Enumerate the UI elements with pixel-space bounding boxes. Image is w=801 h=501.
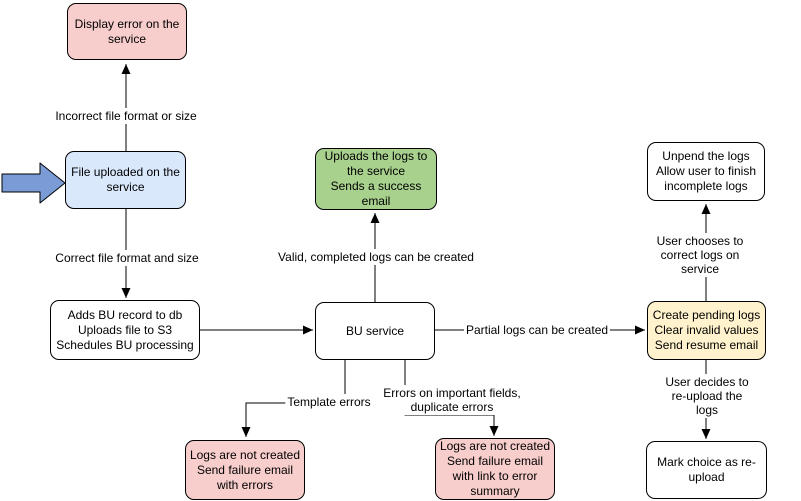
edge-label-valid-logs: Valid, completed logs can be created [276, 249, 476, 265]
node-bu-service-label: BU service [345, 323, 404, 338]
node-mark-choice-reupload: Mark choice as re- upload [646, 441, 767, 499]
edge-label-correct-file: Correct file format and size [53, 250, 201, 266]
node-file-uploaded: File uploaded on the service [65, 151, 186, 209]
node-logs-not-created-summary: Logs are not created Send failure email … [435, 438, 555, 500]
node-create-pending-logs-label: Create pending logs Clear invalid values… [652, 308, 761, 352]
node-mark-choice-label: Mark choice as re- upload [657, 455, 756, 484]
edge-label-user-corrects: User chooses to correct logs on service [649, 233, 751, 277]
node-unpend-logs-label: Unpend the logs Allow user to finish inc… [655, 149, 757, 193]
edge-label-important-field-errors: Errors on important fields, duplicate er… [381, 385, 523, 415]
node-display-error: Display error on the service [67, 3, 187, 60]
node-file-uploaded-label: File uploaded on the service [71, 165, 180, 194]
node-uploads-logs-label: Uploads the logs to the service Sends a … [324, 149, 428, 208]
node-bu-service: BU service [315, 302, 435, 360]
node-logs-not-created-summary-label: Logs are not created Send failure email … [439, 439, 551, 498]
edge-label-template-errors: Template errors [285, 394, 373, 410]
node-create-pending-logs: Create pending logs Clear invalid values… [647, 301, 766, 360]
node-adds-bu-record: Adds BU record to db Uploads file to S3 … [50, 300, 200, 360]
node-display-error-label: Display error on the service [74, 16, 180, 46]
node-unpend-logs: Unpend the logs Allow user to finish inc… [647, 142, 765, 201]
edge-label-partial-logs: Partial logs can be created [463, 322, 611, 338]
edge-label-incorrect-file: Incorrect file format or size [53, 108, 199, 124]
entry-arrow-icon [1, 162, 66, 204]
edge-label-user-reuploads: User decides to re-upload the logs [660, 374, 754, 418]
node-adds-bu-record-label: Adds BU record to db Uploads file to S3 … [56, 307, 194, 352]
node-uploads-logs-success: Uploads the logs to the service Sends a … [315, 148, 437, 210]
node-logs-not-created-errors-label: Logs are not created Send failure email … [189, 447, 301, 492]
node-logs-not-created-errors: Logs are not created Send failure email … [185, 440, 305, 500]
